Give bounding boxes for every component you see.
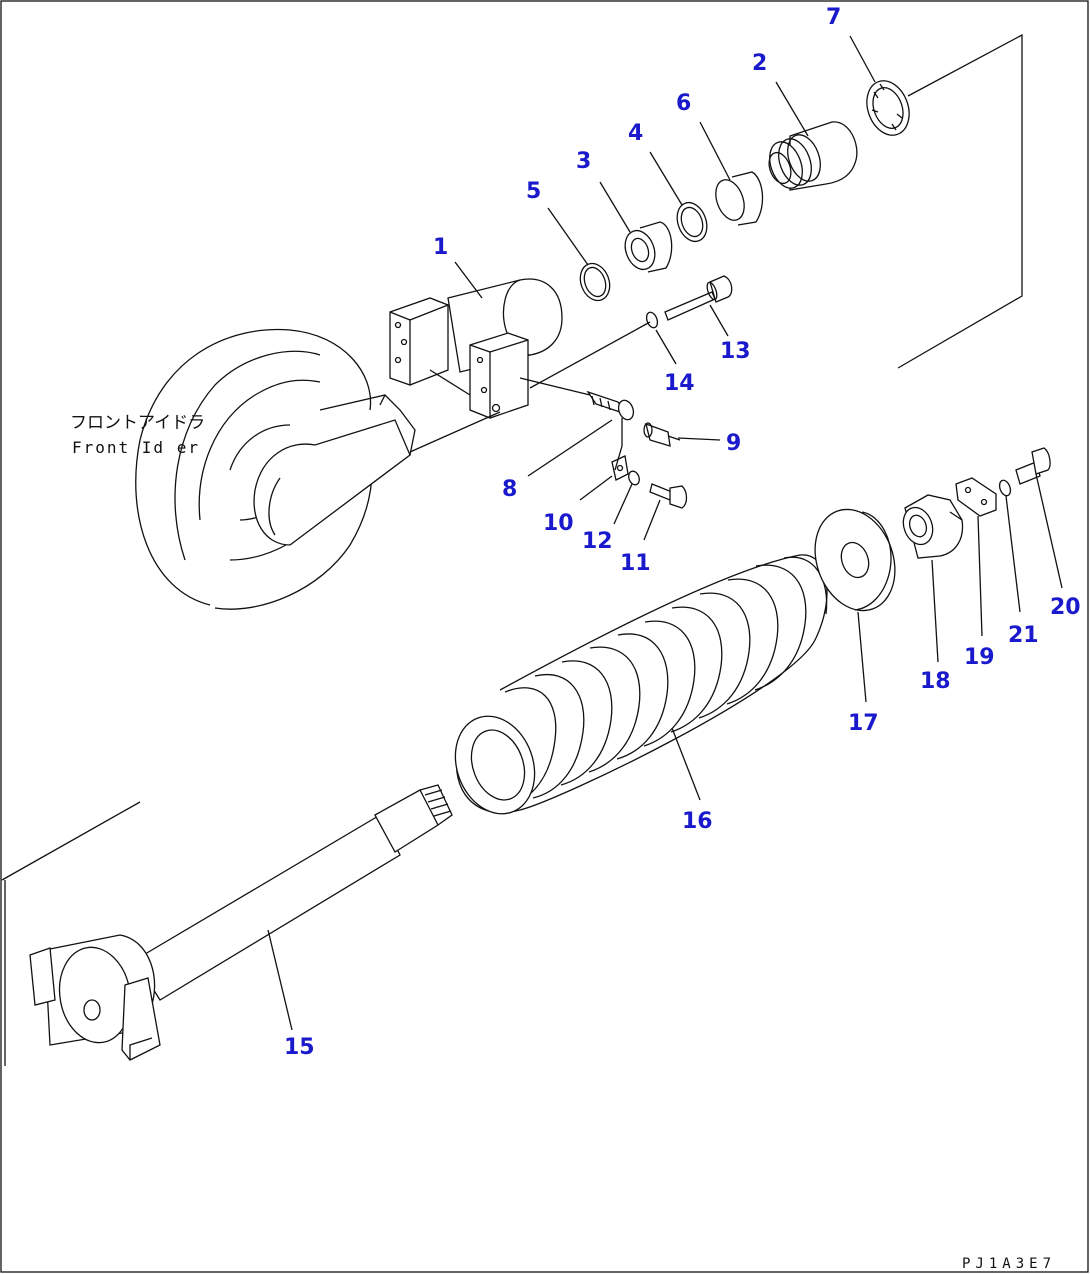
callout-20: 20: [1050, 595, 1081, 620]
bolt-part-20: [1015, 447, 1051, 485]
callout-19: 19: [964, 645, 995, 670]
assembly-guide-lines: [1, 33, 1023, 1066]
yoke-part-1: [389, 278, 563, 419]
callout-8: 8: [502, 477, 517, 502]
callout-18: 18: [920, 669, 951, 694]
callout-5: 5: [526, 179, 541, 204]
callout-6: 6: [676, 91, 691, 116]
piston-part-2: [768, 121, 858, 191]
washer-part-21: [998, 479, 1012, 497]
plate-part-10: [611, 455, 629, 481]
callout-2: 2: [752, 51, 767, 76]
callout-numbers: 1 2 3 4 5 6 7 8 9 10 11 12 13 14 15 16 1…: [284, 5, 1081, 1060]
callout-15: 15: [284, 1035, 315, 1060]
ring-part-4: [676, 201, 708, 243]
washer-part-12: [628, 470, 640, 486]
callout-16: 16: [682, 809, 713, 834]
callout-13: 13: [720, 339, 751, 364]
callout-10: 10: [543, 511, 574, 536]
callout-1: 1: [433, 235, 448, 260]
cylinder-rod-part-15: [29, 784, 453, 1061]
washer-part-14: [645, 311, 659, 329]
drawing-code: PJ1A3E7: [962, 1256, 1056, 1272]
bolt-part-11: [649, 483, 688, 509]
seat-part-17: [814, 508, 896, 612]
recoil-spring-part-16: [454, 554, 828, 815]
valve-part-8: [586, 390, 635, 421]
snap-ring-part-5: [579, 262, 611, 302]
callout-9: 9: [726, 431, 741, 456]
bolt-part-13: [664, 275, 733, 321]
callout-17: 17: [848, 711, 879, 736]
callout-3: 3: [576, 149, 591, 174]
callout-7: 7: [826, 5, 841, 30]
callout-21: 21: [1008, 623, 1039, 648]
bearing-part-3: [624, 221, 673, 273]
callout-4: 4: [628, 121, 643, 146]
seal-part-7: [866, 80, 910, 136]
callout-12: 12: [582, 529, 613, 554]
front-idler-label-jp: フロントアイドラ: [70, 413, 205, 433]
nut-part-18: [902, 494, 964, 559]
callout-14: 14: [664, 371, 695, 396]
front-idler-wheel: [135, 328, 416, 610]
bushing-part-6: [715, 171, 764, 226]
front-idler-label-en: Front Id er: [72, 438, 200, 457]
lock-plate-part-19: [955, 477, 997, 517]
fitting-part-9: [643, 422, 681, 447]
leader-lines: [267, 35, 1063, 1031]
callout-11: 11: [620, 551, 651, 576]
